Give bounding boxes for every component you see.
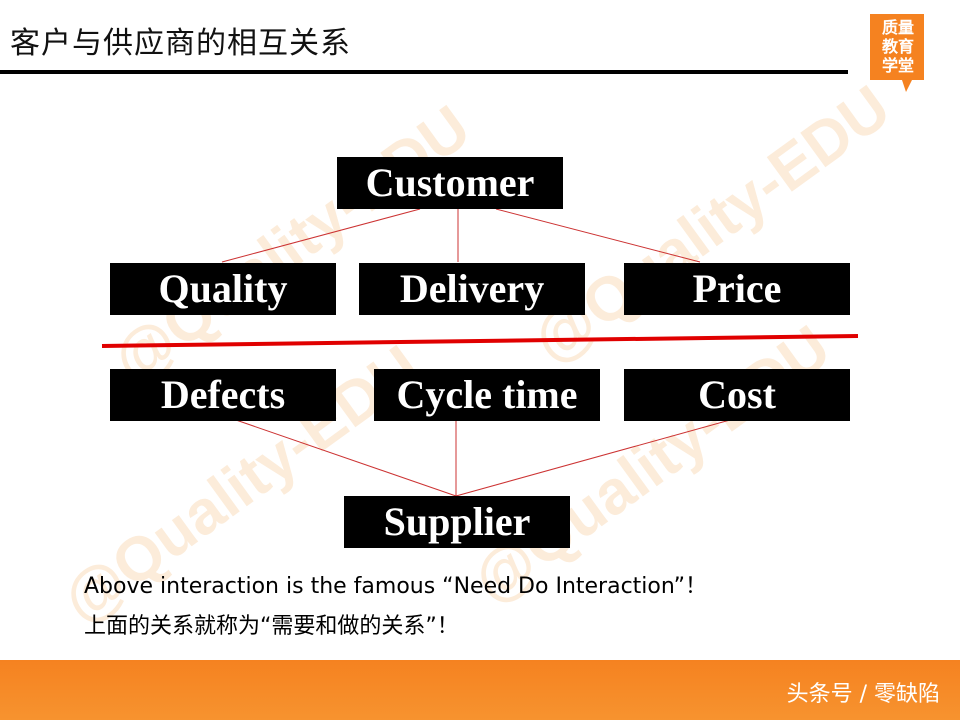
connector-customer-quality [221, 208, 421, 263]
defects-box: Defects [110, 369, 336, 421]
supplier-box: Supplier [344, 496, 570, 548]
title-underline [0, 70, 848, 74]
logo-text: 质量 教育 学堂 [881, 18, 914, 75]
cost-box: Cost [624, 369, 850, 421]
delivery-box: Delivery [359, 263, 585, 315]
connector-customer-price [495, 208, 701, 263]
note-chinese: 上面的关系就称为“需要和做的关系”！ [84, 614, 459, 639]
connector-defects-supplier [235, 419, 457, 497]
price-box: Price [624, 263, 850, 315]
page-title: 客户与供应商的相互关系 [10, 26, 351, 61]
note-english: Above interaction is the famous “Need Do… [84, 574, 708, 599]
connector-cost-supplier [455, 419, 731, 497]
customer-box: Customer [337, 157, 563, 209]
logo-badge-icon [870, 14, 924, 92]
red-divider [101, 334, 859, 348]
footer-bar [0, 660, 960, 720]
quality-box: Quality [110, 263, 336, 315]
cycle-time-box: Cycle time [374, 369, 600, 421]
footer-attribution: 头条号 / 零缺陷 [786, 682, 940, 707]
